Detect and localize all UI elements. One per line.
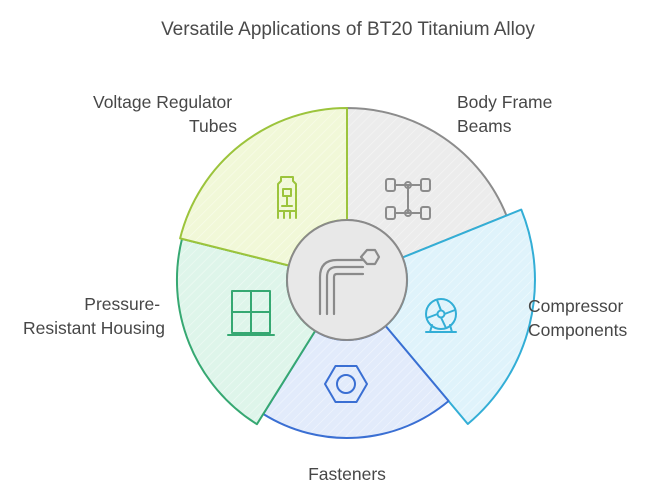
- hex-wrench-icon: [318, 248, 381, 316]
- diagram-title: Versatile Applications of BT20 Titanium …: [161, 19, 535, 40]
- vacuum-tube-icon: [277, 176, 297, 219]
- segment-voltage-regulator-tubes: Voltage Regulator Tubes: [93, 92, 348, 267]
- segment-body-frame-beams-line-1: Body Frame: [457, 92, 552, 112]
- hex-nut-icon: [324, 365, 368, 403]
- segment-body-frame-beams-line-2: Beams: [457, 116, 512, 136]
- segment-compressor-components-line-2: Components: [528, 320, 627, 340]
- segment-voltage-regulator-tubes-line-1: Voltage Regulator: [93, 92, 232, 112]
- segment-compressor-components-line-1: Compressor: [528, 296, 623, 316]
- segment-body-frame-beams: Body Frame Beams: [346, 92, 557, 259]
- segment-fasteners-label: Fasteners: [308, 464, 386, 484]
- center-hub: [286, 219, 408, 341]
- window-frame-icon: [227, 290, 275, 336]
- segment-body-frame-beams-label: Body Frame Beams: [457, 92, 557, 136]
- segment-voltage-regulator-tubes-line-2: Tubes: [189, 116, 237, 136]
- segment-fasteners-line-1: Fasteners: [308, 464, 386, 484]
- segment-pressure-resistant-housing-line-2: Resistant Housing: [23, 318, 165, 338]
- segment-pressure-resistant-housing-label: Pressure- Resistant Housing: [23, 294, 165, 338]
- chassis-icon: [385, 178, 431, 220]
- segment-voltage-regulator-tubes-label: Voltage Regulator Tubes: [93, 92, 237, 136]
- turbine-icon: [425, 298, 457, 333]
- segment-compressor-components-label: Compressor Components: [528, 296, 628, 340]
- segment-pressure-resistant-housing: Pressure- Resistant Housing: [23, 237, 317, 426]
- segment-pressure-resistant-housing-line-1: Pressure-: [84, 294, 160, 314]
